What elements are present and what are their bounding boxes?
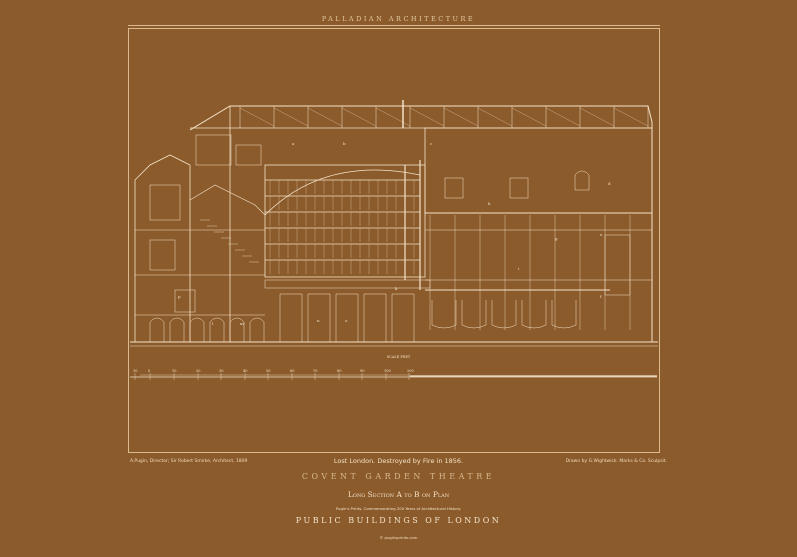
scale-tick-label: 100 <box>384 369 391 373</box>
series-title: PALLADIAN ARCHITECTURE <box>321 15 476 23</box>
front-facade <box>134 154 191 342</box>
arch <box>189 317 205 342</box>
auditorium-ceiling <box>264 169 421 216</box>
under-stage-vault <box>461 300 487 329</box>
auditorium <box>264 164 426 278</box>
lost-london-caption: Lost London. Destroyed by Fire in 1856. <box>333 457 464 465</box>
arch <box>249 317 265 342</box>
print-title: COVENT GARDEN THEATRE <box>301 472 496 481</box>
architect-credit: A.Pugin, Director; Sir Robert Smirke, Ar… <box>130 459 248 464</box>
room-letter: o <box>345 318 348 323</box>
truss-brace <box>375 107 411 127</box>
truss-brace <box>443 107 479 127</box>
engraver-credit: Drawn by G.Wightwick. Marks & Co. Sculps… <box>565 459 667 464</box>
truss-brace <box>477 107 513 127</box>
vaulted-passage <box>279 293 303 342</box>
drawing-frame <box>128 28 660 453</box>
room-letter: l <box>212 321 214 326</box>
scale-tick-label: 50 <box>266 369 271 373</box>
room-letter: h <box>488 201 491 206</box>
scale-tick-label: 80 <box>337 369 342 373</box>
room-letter: c <box>430 141 433 146</box>
arch <box>229 317 245 342</box>
doorway <box>174 289 196 313</box>
header-rule <box>128 25 660 26</box>
room-letter: k <box>395 286 398 291</box>
pit <box>264 279 431 289</box>
window <box>509 177 529 199</box>
truss-brace <box>511 107 547 127</box>
scale-tick-label: 0 <box>148 369 151 373</box>
arched-window <box>574 170 590 191</box>
room-letter: d <box>608 181 611 186</box>
truss-brace <box>613 107 649 127</box>
under-stage-vault <box>551 300 577 329</box>
vaulted-passage <box>363 293 387 342</box>
vaulted-passage <box>335 293 359 342</box>
room-letter: i <box>518 266 520 271</box>
copyright: © puginsprints.com <box>379 535 418 540</box>
room-letter: a <box>292 141 295 146</box>
truss-brace <box>341 107 377 127</box>
scale-tick-label: 10 <box>172 369 177 373</box>
scale-tick-label: 60 <box>290 369 295 373</box>
truss-brace <box>273 107 309 127</box>
scale-tick-label: 30 <box>219 369 224 373</box>
scale-tick-label: 20 <box>196 369 201 373</box>
room-letter: m <box>240 321 244 326</box>
commemoration-text: Pugin's Prints. Commemorating 200 Years … <box>335 506 462 511</box>
arch <box>149 317 165 342</box>
scene-dock <box>604 234 631 296</box>
staircase-roof <box>189 184 266 216</box>
scale-tick-label: 90 <box>360 369 365 373</box>
upper-room <box>195 134 232 166</box>
arch <box>169 317 185 342</box>
vaulted-passage <box>307 293 331 342</box>
under-stage-vault <box>521 300 547 329</box>
scale-tick-label: 10 <box>133 369 138 373</box>
upper-room <box>235 144 262 166</box>
truss-brace <box>545 107 581 127</box>
scale-tick-label: 40 <box>243 369 248 373</box>
window <box>149 184 181 221</box>
scale-tick-label: 70 <box>313 369 318 373</box>
room-letter: n <box>317 318 320 323</box>
room-letter: b <box>343 141 346 146</box>
room-letter: p <box>178 294 181 299</box>
scale-title: SCALE FEET <box>386 355 411 359</box>
stage-fly-tower <box>424 127 653 214</box>
scale-tick-label: 200 <box>407 369 414 373</box>
truss-brace <box>239 107 275 127</box>
truss-brace <box>579 107 615 127</box>
print-subtitle: Long Section A to B on Plan <box>347 490 450 499</box>
window <box>444 177 464 199</box>
arch <box>209 317 225 342</box>
vaulted-passage <box>391 293 415 342</box>
room-letter: f <box>600 294 602 299</box>
under-stage-vault <box>491 300 517 329</box>
truss-brace <box>409 107 445 127</box>
roof-outline <box>189 105 653 342</box>
room-letter: e <box>600 232 603 237</box>
window <box>149 239 176 271</box>
truss-brace <box>307 107 343 127</box>
room-letter: g <box>555 236 558 241</box>
under-stage-vault <box>431 300 457 329</box>
collection-title: PUBLIC BUILDINGS OF LONDON <box>295 516 502 525</box>
